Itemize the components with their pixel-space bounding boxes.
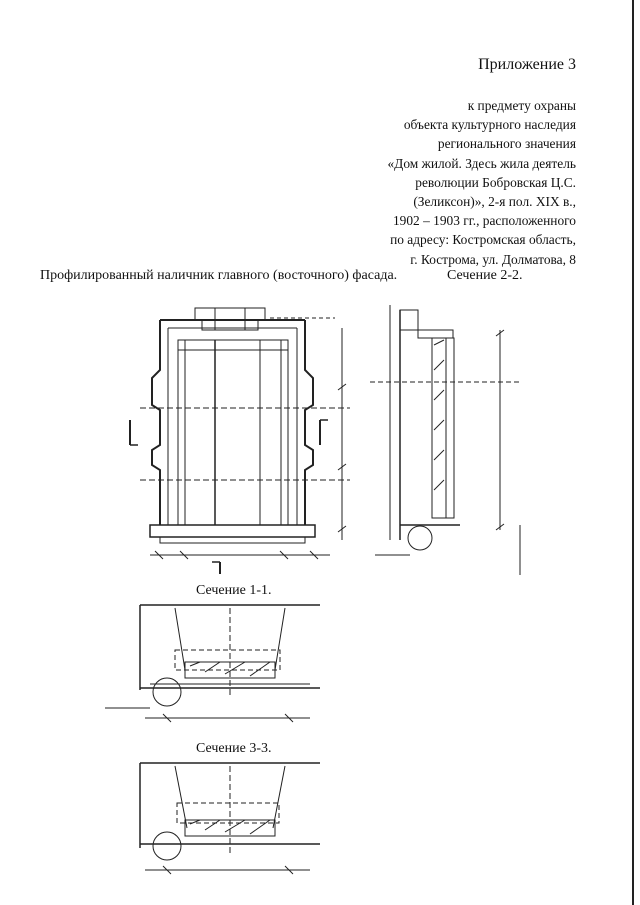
subject-line: по адресу: Костромская область, [390,232,576,248]
page-edge-line [632,0,634,905]
main-caption: Профилированный наличник главного (восто… [40,268,398,283]
section-2-2-caption: Сечение 2-2. [447,268,523,283]
subject-line: объекта культурного наследия [403,117,576,133]
section-1-1-caption: Сечение 1-1. [196,583,272,598]
section-2-2-drawing [370,305,521,575]
section-3-3-drawing [139,762,320,875]
appendix-title: Приложение 3 [478,56,576,73]
subject-line: к предмету охраны [467,98,576,113]
drawing-caption-row: Профилированный наличник главного (восто… [40,268,580,284]
protection-subject-text: к предмету охраны объекта культурного на… [276,96,576,269]
window-casing-elevation-drawing [129,307,350,574]
subject-line: «Дом жилой. Здесь жила деятель [387,155,576,171]
section-1-1-drawing [105,604,320,723]
subject-line: революции Бобровская Ц.С. [415,174,576,190]
subject-line: 1902 – 1903 гг., расположенного [392,213,576,229]
subject-line: регионального значения [437,136,576,152]
subject-line: г. Кострома, ул. Долматова, 8 [410,251,576,267]
section-3-3-caption: Сечение 3-3. [196,741,272,756]
subject-line: (Зеликсон)», 2-я пол. XIX в., [413,194,576,210]
